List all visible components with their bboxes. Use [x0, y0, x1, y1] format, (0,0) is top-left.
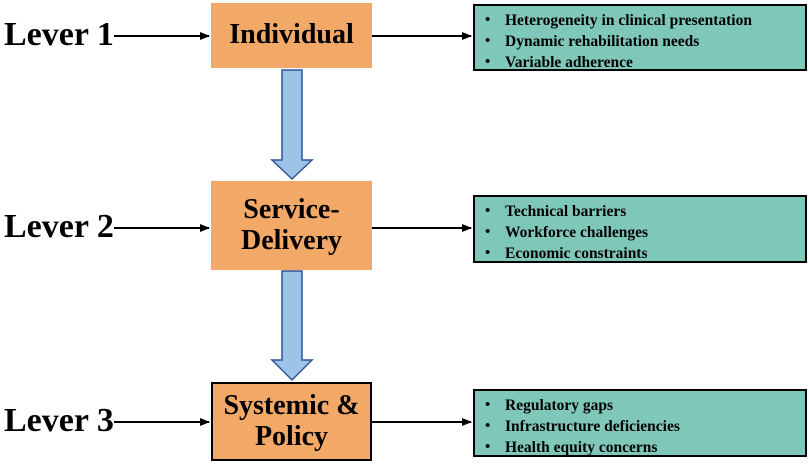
down-arrow-2-to-3	[270, 270, 314, 382]
detail-item: Economic constraints	[483, 243, 799, 264]
lever-1-label: Lever 1	[4, 16, 114, 53]
node-systemic-policy: Systemic & Policy	[211, 382, 372, 461]
detail-item: Dynamic rehabilitation needs	[483, 31, 799, 52]
node-individual: Individual	[211, 3, 372, 68]
detail-item: Workforce challenges	[483, 222, 799, 243]
detail-item: Technical barriers	[483, 201, 799, 222]
detail-box-lever-3: Regulatory gaps Infrastructure deficienc…	[473, 389, 807, 458]
down-arrow-1-to-2	[270, 69, 314, 181]
detail-item: Health equity concerns	[483, 437, 799, 458]
node-service-delivery: Service- Delivery	[211, 181, 372, 270]
detail-box-lever-2: Technical barriers Workforce challenges …	[473, 195, 807, 264]
node-systemic-policy-line-1: Systemic &	[223, 389, 360, 421]
detail-box-lever-1: Heterogeneity in clinical presentation D…	[473, 4, 807, 73]
detail-item: Heterogeneity in clinical presentation	[483, 10, 799, 31]
lever-3-label: Lever 3	[4, 402, 114, 439]
node-service-delivery-line-1: Service-	[243, 193, 340, 225]
node-service-delivery-line-2: Delivery	[240, 224, 343, 256]
detail-item: Regulatory gaps	[483, 395, 799, 416]
detail-item: Infrastructure deficiencies	[483, 416, 799, 437]
node-systemic-policy-line-2: Policy	[254, 420, 329, 452]
detail-item: Variable adherence	[483, 52, 799, 73]
lever-2-label: Lever 2	[4, 208, 114, 245]
node-individual-line-1: Individual	[229, 19, 354, 51]
